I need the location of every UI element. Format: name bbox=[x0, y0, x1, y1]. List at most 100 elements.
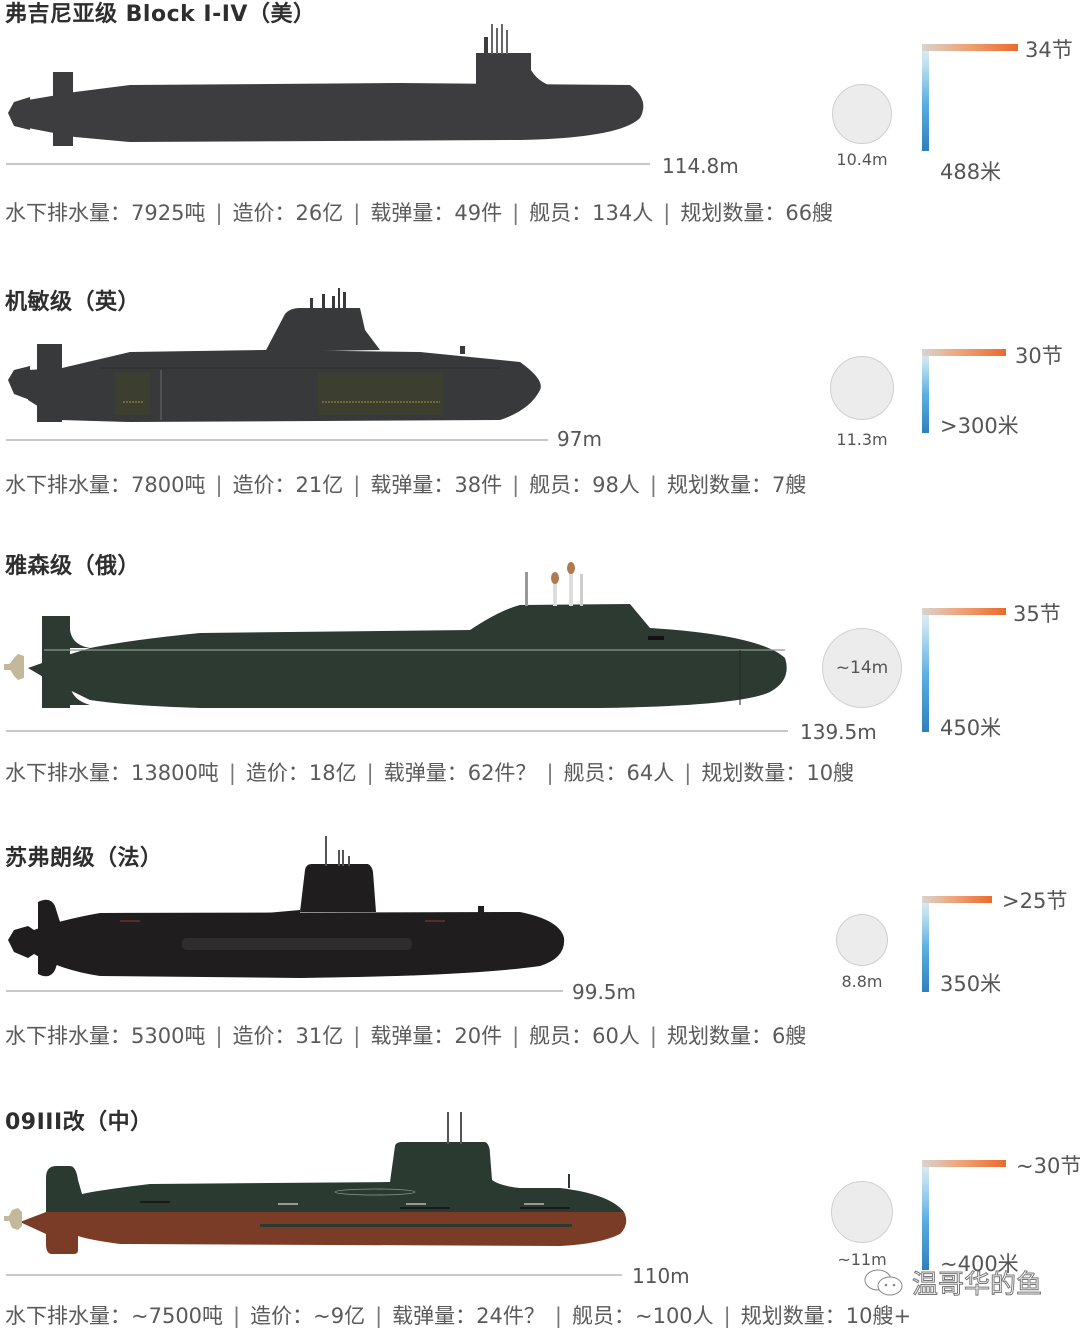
stat-displacement: 水下排水量：7800吨 bbox=[5, 473, 206, 497]
submarine-silhouette-icon bbox=[8, 24, 644, 146]
sub-title: 苏弗朗级（法） bbox=[5, 846, 163, 871]
stat-cost: 造价：21亿 bbox=[232, 473, 344, 497]
sub-title: 机敏级（英） bbox=[5, 290, 141, 315]
sub-title: 09III改（中） bbox=[5, 1110, 153, 1135]
depth-bar bbox=[922, 45, 929, 151]
submarine-silhouette-icon bbox=[8, 288, 541, 422]
beam-label: 11.3m bbox=[836, 430, 888, 449]
stat-crew: 舰员：~100人 bbox=[571, 1304, 714, 1328]
separator: | bbox=[353, 1024, 361, 1048]
speed-bar bbox=[922, 896, 992, 903]
stat-planned: 规划数量：10艘 bbox=[701, 761, 855, 785]
stats-row: 水下排水量：~7500吨 | 造价：~9亿 | 载弹量：24件？ | 舰员：~100人 | 规划… bbox=[5, 1300, 911, 1330]
submarine-astute: 机敏级（英） 97m 11.3m 30节 >300米 水下排水量：7800吨 | 造… bbox=[0, 270, 1080, 510]
stat-cost: 造价：18亿 bbox=[245, 761, 357, 785]
beam-circle bbox=[830, 356, 894, 420]
depth-bar bbox=[922, 1160, 929, 1270]
submarine-type-093: 09III改（中） 110m ~11m ~30节 ~400米 水下排水量：~75… bbox=[0, 1094, 1080, 1330]
separator: | bbox=[723, 1304, 731, 1328]
beam-label: ~14m bbox=[835, 658, 889, 678]
stat-planned: 规划数量：66艘 bbox=[680, 201, 834, 225]
separator: | bbox=[233, 1304, 241, 1328]
stat-displacement: 水下排水量：5300吨 bbox=[5, 1024, 206, 1048]
speed-bar bbox=[922, 44, 1018, 51]
length-label: 110m bbox=[632, 1264, 690, 1288]
length-line bbox=[6, 439, 548, 441]
speed-label: >25节 bbox=[1002, 889, 1068, 913]
wechat-icon bbox=[864, 1269, 903, 1295]
stat-displacement: 水下排水量：13800吨 bbox=[5, 761, 219, 785]
separator: | bbox=[649, 473, 657, 497]
speed-bar bbox=[922, 1160, 1006, 1167]
length-line bbox=[6, 1274, 622, 1276]
separator: | bbox=[353, 201, 361, 225]
length-line bbox=[6, 730, 788, 732]
stat-planned: 规划数量：7艘 bbox=[666, 473, 807, 497]
depth-bar bbox=[922, 608, 929, 732]
beam-label: ~11m bbox=[837, 1250, 887, 1269]
stats-row: 水下排水量：7800吨|造价：21亿|载弹量：38件|舰员：98人|规划数量：7… bbox=[5, 469, 806, 499]
separator: | bbox=[512, 1024, 520, 1048]
length-label: 97m bbox=[557, 427, 602, 451]
stat-planned: 规划数量：6艘 bbox=[666, 1024, 807, 1048]
length-label: 139.5m bbox=[800, 720, 877, 744]
stat-crew: 舰员：60人 bbox=[529, 1024, 640, 1048]
depth-label: 450米 bbox=[940, 716, 1002, 740]
speed-label: 30节 bbox=[1015, 344, 1063, 368]
depth-bar bbox=[922, 349, 929, 433]
submarine-silhouette-icon bbox=[8, 836, 565, 978]
stat-weapons: 载弹量：62件？ bbox=[383, 761, 537, 785]
beam-circle bbox=[831, 1181, 893, 1243]
separator: | bbox=[546, 761, 554, 785]
separator: | bbox=[215, 201, 223, 225]
beam-circle bbox=[832, 84, 892, 144]
stats-row: 水下排水量：13800吨|造价：18亿|载弹量：62件？|舰员：64人|规划数量… bbox=[5, 757, 854, 787]
submarine-suffren: 苏弗朗级（法） 99.5m 8.8m >25节 350米 水下排水量：5300吨… bbox=[0, 830, 1080, 1060]
stats-row: 水下排水量：5300吨|造价：31亿|载弹量：20件|舰员：60人|规划数量：6… bbox=[5, 1020, 806, 1050]
speed-bar bbox=[922, 608, 1006, 615]
depth-label: 350米 bbox=[940, 972, 1002, 996]
stat-displacement: 水下排水量：~7500吨 bbox=[5, 1304, 224, 1328]
beam-circle: ~14m bbox=[822, 628, 902, 708]
beam-label: 8.8m bbox=[841, 972, 883, 991]
separator: | bbox=[663, 201, 671, 225]
speed-label: 35节 bbox=[1013, 602, 1061, 626]
depth-label: 488米 bbox=[940, 160, 1002, 184]
stat-weapons: 载弹量：49件 bbox=[370, 201, 503, 225]
beam-label: 10.4m bbox=[836, 150, 888, 169]
stat-cost: 造价：~9亿 bbox=[250, 1304, 366, 1328]
depth-bar bbox=[922, 896, 929, 992]
separator: | bbox=[228, 761, 236, 785]
length-label: 114.8m bbox=[662, 154, 739, 178]
stat-weapons: 载弹量：38件 bbox=[370, 473, 503, 497]
stat-crew: 舰员：134人 bbox=[529, 201, 654, 225]
submarine-silhouette-icon bbox=[4, 1112, 627, 1254]
depth-label: >300米 bbox=[940, 414, 1019, 438]
separator: | bbox=[512, 473, 520, 497]
submarine-virginia: 弗吉尼亚级 Block I-IV（美） 114.8m 10.4m 34节 488… bbox=[0, 0, 1080, 240]
stats-row: 水下排水量：7925吨|造价：26亿|载弹量：49件|舰员：134人|规划数量：… bbox=[5, 197, 833, 227]
watermark: 温哥华的鱼 bbox=[862, 1264, 1043, 1301]
stat-crew: 舰员：64人 bbox=[563, 761, 675, 785]
speed-bar bbox=[922, 349, 1006, 356]
separator: | bbox=[375, 1304, 383, 1328]
stat-weapons: 载弹量：20件 bbox=[370, 1024, 503, 1048]
separator: | bbox=[684, 761, 692, 785]
separator: | bbox=[554, 1304, 562, 1328]
stat-weapons: 载弹量：24件？ bbox=[392, 1304, 545, 1328]
sub-title: 弗吉尼亚级 Block I-IV（美） bbox=[5, 2, 316, 27]
watermark-text: 温哥华的鱼 bbox=[911, 1270, 1043, 1301]
speed-label: 34节 bbox=[1025, 38, 1073, 62]
depth-label: ~400米 bbox=[940, 1252, 1019, 1276]
separator: | bbox=[649, 1024, 657, 1048]
length-line bbox=[6, 163, 650, 165]
stat-planned: 规划数量：10艘+ bbox=[740, 1304, 912, 1328]
stat-displacement: 水下排水量：7925吨 bbox=[5, 201, 206, 225]
submarine-silhouette-icon bbox=[4, 562, 787, 708]
separator: | bbox=[215, 473, 223, 497]
speed-label: ~30节 bbox=[1016, 1154, 1080, 1178]
length-line bbox=[6, 990, 563, 992]
separator: | bbox=[215, 1024, 223, 1048]
separator: | bbox=[512, 201, 520, 225]
separator: | bbox=[353, 473, 361, 497]
